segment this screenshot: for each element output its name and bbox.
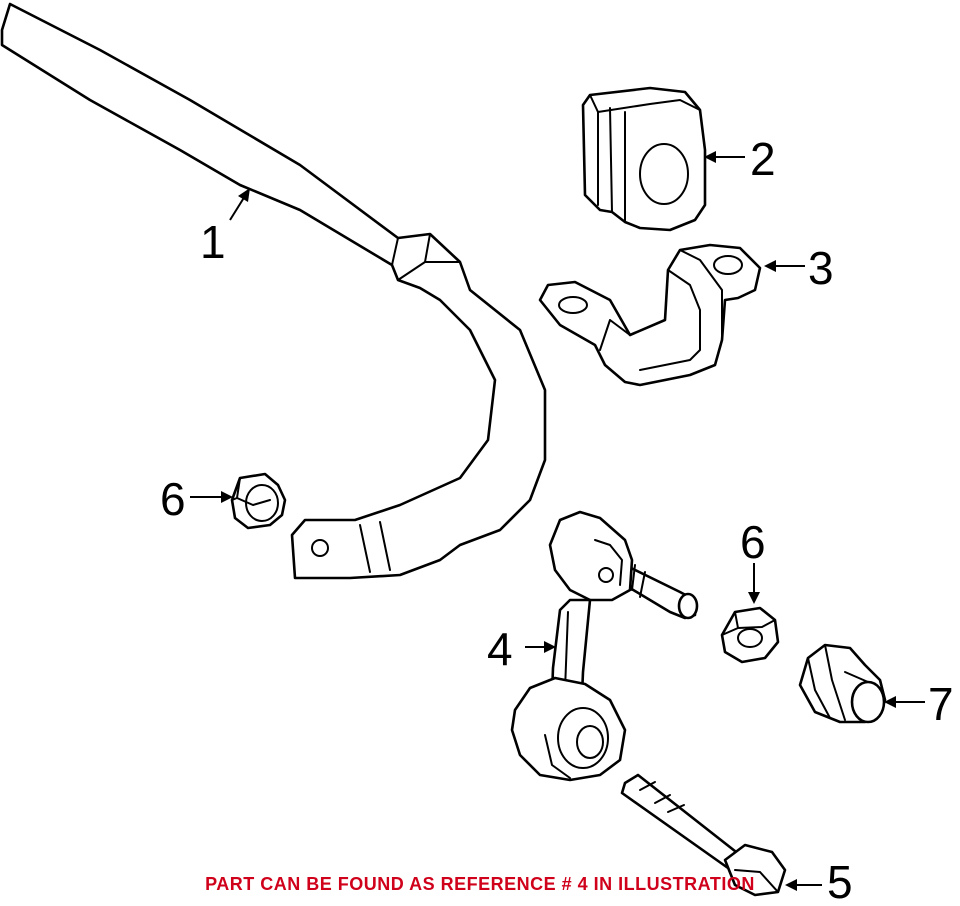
callout-2: 2	[750, 133, 776, 185]
stabilizer-link	[510, 510, 699, 782]
callout-1: 1	[200, 216, 226, 268]
link-nut	[798, 643, 887, 724]
callout-5: 5	[827, 856, 853, 906]
callout-6-right: 6	[740, 516, 766, 568]
callout-3: 3	[808, 242, 834, 294]
nut-right	[720, 606, 780, 664]
stabilizer-bar	[0, 2, 547, 580]
reference-notice: PART CAN BE FOUND AS REFERENCE # 4 IN IL…	[205, 874, 755, 894]
callout-7: 7	[928, 678, 954, 730]
link-bolt	[620, 773, 787, 897]
bushing-bracket	[538, 243, 762, 387]
nut-left	[230, 472, 287, 530]
callout-4: 4	[487, 623, 513, 675]
bar-bushing	[581, 86, 707, 232]
callout-arrows	[190, 151, 925, 891]
callout-6-left: 6	[160, 473, 186, 525]
